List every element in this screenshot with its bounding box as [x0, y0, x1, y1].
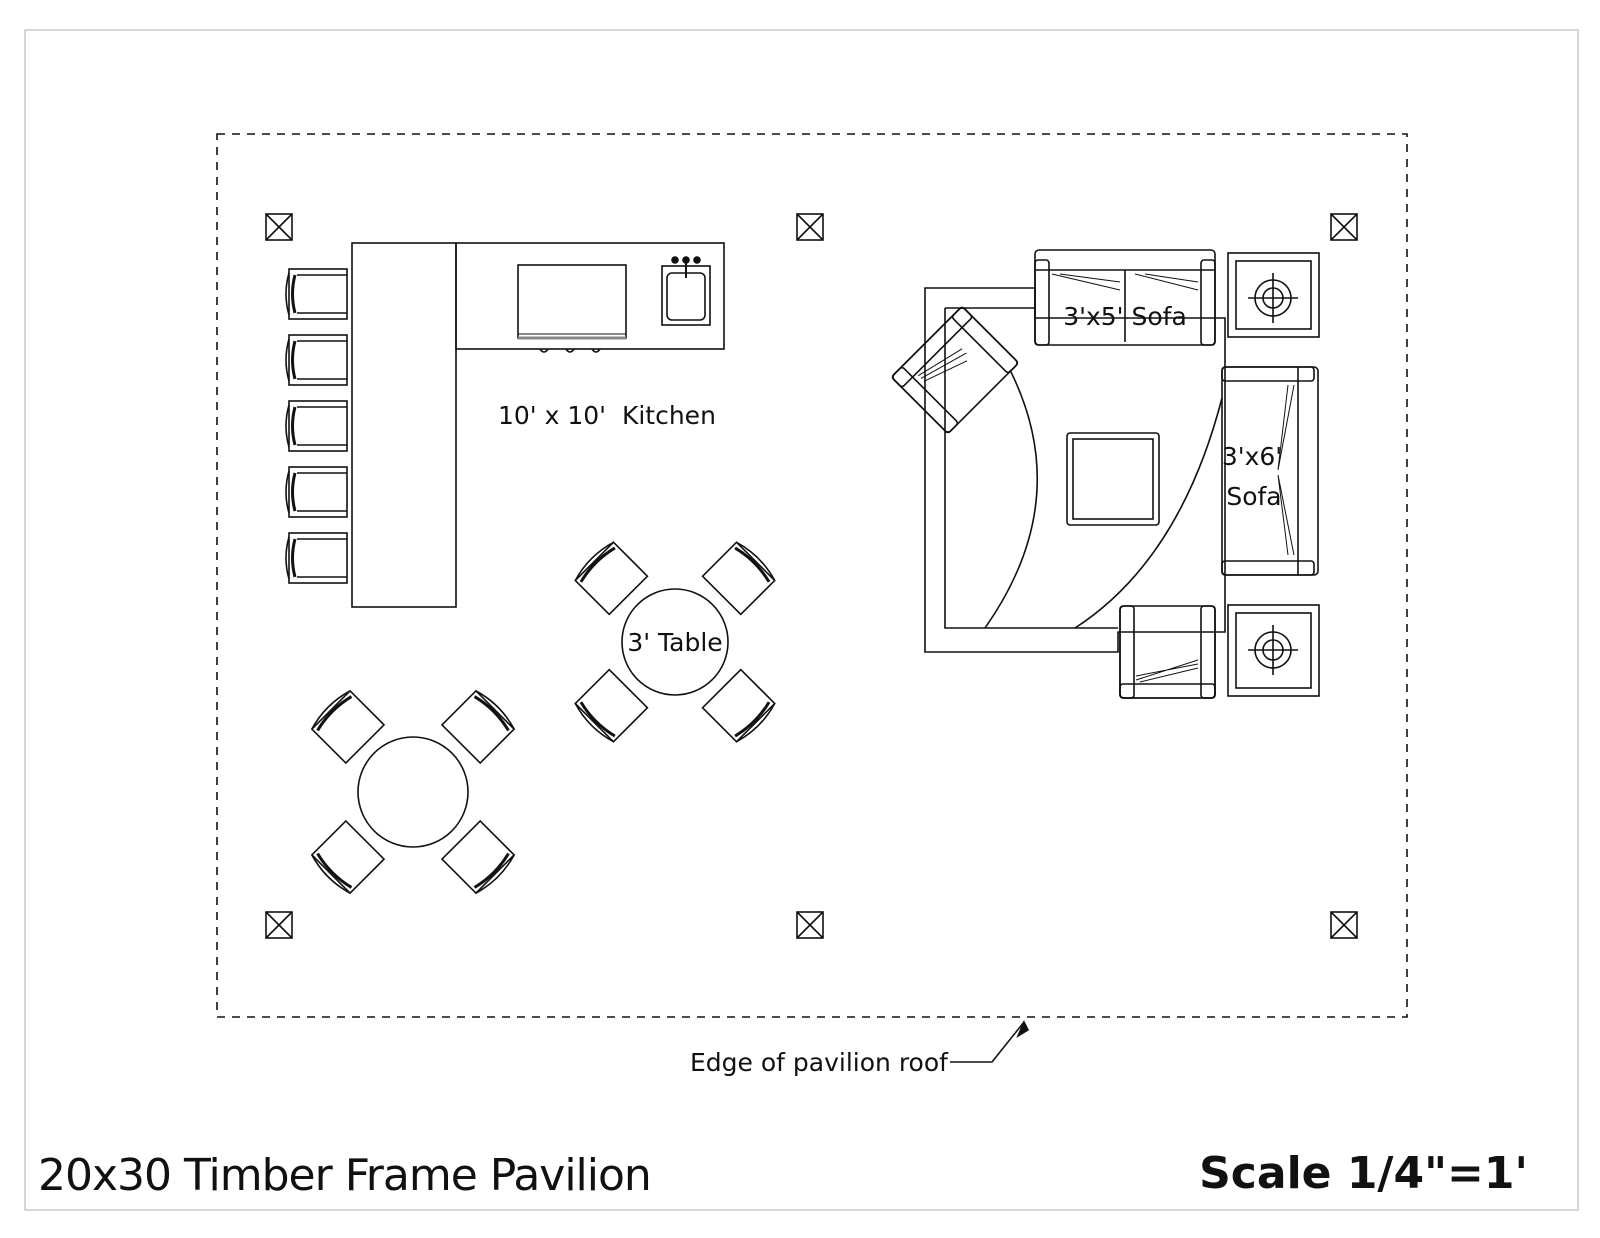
drawing-title: 20x30 Timber Frame Pavilion [38, 1150, 652, 1201]
roof-edge-leader [950, 1020, 1030, 1063]
bar-stools [285, 268, 348, 584]
roof-edge-label: Edge of pavilion roof [690, 1048, 949, 1077]
post [796, 911, 824, 939]
bar-stool [285, 400, 348, 452]
dining-set-labeled [574, 541, 776, 743]
rug-arc [984, 369, 1039, 629]
bar-stool [285, 334, 348, 386]
post [1330, 213, 1358, 241]
dining-chair [574, 541, 649, 616]
lounge-area: 3'x5' Sofa 3'x6' Sofa [891, 249, 1320, 699]
kitchen-label: 10' x 10' Kitchen [498, 401, 716, 430]
dining-chair [440, 689, 516, 765]
armchair [891, 306, 1019, 434]
side-table-lamp [1227, 252, 1320, 338]
sofa-large [1221, 366, 1319, 576]
sofa-small [1034, 249, 1216, 346]
post [265, 213, 293, 241]
grill-knobs [539, 348, 601, 353]
sofa-large-label-line2: Sofa [1226, 482, 1281, 511]
post [1330, 911, 1358, 939]
bar-stool [285, 466, 348, 518]
round-table [357, 736, 469, 848]
dining-chair [310, 819, 386, 895]
dining-chair [440, 819, 516, 895]
bar-stool [285, 268, 348, 320]
bar-counter [351, 242, 457, 608]
grill [517, 264, 627, 339]
kitchen [351, 242, 725, 608]
table-label: 3' Table [627, 628, 722, 657]
rug-arc [1074, 397, 1223, 629]
dining-chair [701, 668, 776, 743]
sofa-small-label: 3'x5' Sofa [1063, 302, 1187, 331]
post [265, 911, 293, 939]
posts [265, 213, 1358, 939]
post [796, 213, 824, 241]
dining-chair [701, 541, 776, 616]
armchair [1119, 605, 1216, 699]
bar-stool [285, 532, 348, 584]
dining-chair [574, 668, 649, 743]
round-table [621, 588, 729, 696]
ottoman [1066, 432, 1160, 526]
back-counter [455, 242, 725, 350]
faucet [682, 256, 690, 264]
dining-chair [310, 689, 386, 765]
drawing-border [24, 29, 1579, 1211]
sofa-large-label-line1: 3'x6' [1222, 442, 1282, 471]
side-table-lamp [1227, 604, 1320, 697]
area-rug [924, 287, 1226, 653]
dining-set [310, 689, 516, 895]
drawing-scale: Scale 1/4"=1' [1199, 1148, 1528, 1199]
